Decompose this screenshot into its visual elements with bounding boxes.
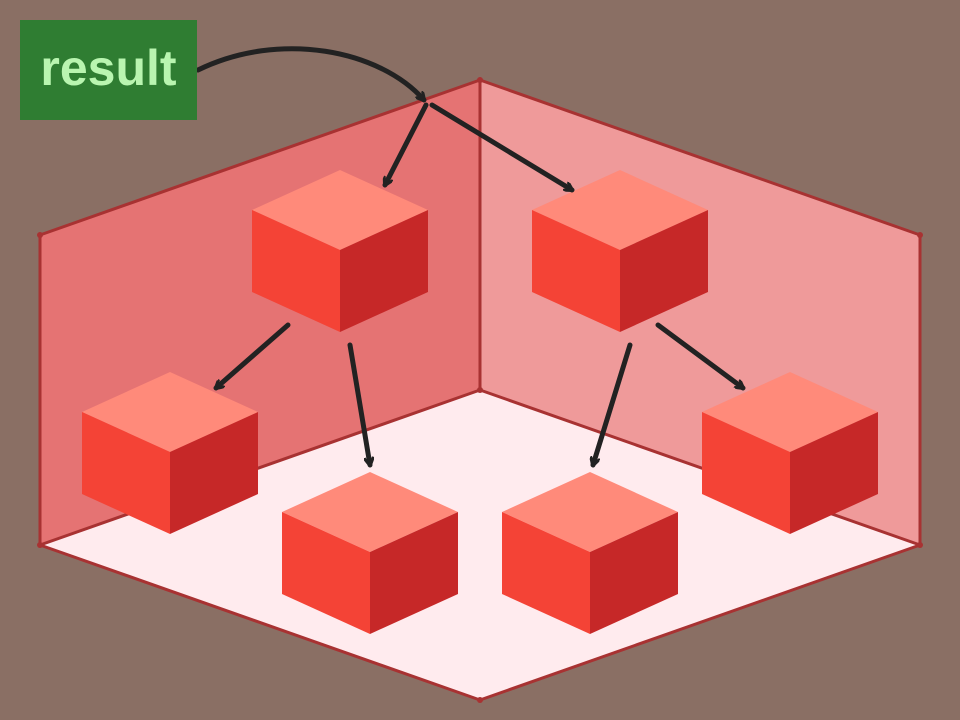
box-edge-7 [479, 388, 921, 547]
cube-3 [82, 372, 258, 534]
cube-nodes [82, 170, 878, 634]
cube-5-right-face [590, 512, 678, 634]
cube-4-left-face [282, 512, 370, 634]
arrows [195, 46, 743, 465]
result-label: result [20, 20, 197, 120]
cube-5-left-face [502, 512, 590, 634]
cube-2-right-face [620, 210, 708, 332]
box-edge-8 [39, 543, 481, 702]
cube-1 [252, 170, 428, 332]
box-corner-tl [37, 232, 43, 238]
cube-2 [532, 170, 708, 332]
arrow-box-to-cube-1 [382, 102, 429, 185]
cube-4 [282, 472, 458, 634]
box-edges [37, 77, 923, 703]
arrow-box-to-cube-2 [429, 102, 572, 193]
cube-6-left-face [702, 412, 790, 534]
box-corner-br [917, 542, 923, 548]
cube-5 [502, 472, 678, 634]
arrow-result-to-box [195, 46, 424, 100]
arrow-cube-1-to-cube-3 [216, 322, 291, 388]
box-corner-fr [477, 697, 483, 703]
box-corner-bc [477, 387, 483, 393]
box-corner-tc [477, 77, 483, 83]
arrow-cube-2-to-cube-5 [593, 342, 633, 465]
box-edge-2 [479, 78, 921, 237]
box-corner-bl [37, 542, 43, 548]
box-edge-6 [39, 388, 481, 547]
cube-1-right-face [340, 210, 428, 332]
cube-2-left-face [532, 210, 620, 332]
cube-1-left-face [252, 210, 340, 332]
cube-6-right-face [790, 412, 878, 534]
box-edge-1 [39, 78, 481, 237]
cube-6 [702, 372, 878, 534]
cube-3-right-face [170, 412, 258, 534]
arrow-cube-2-to-cube-6 [655, 322, 743, 391]
box-edge-9 [479, 543, 921, 702]
cube-3-left-face [82, 412, 170, 534]
cube-4-right-face [370, 512, 458, 634]
arrow-cube-1-to-cube-4 [347, 342, 370, 465]
box-corner-tr [917, 232, 923, 238]
